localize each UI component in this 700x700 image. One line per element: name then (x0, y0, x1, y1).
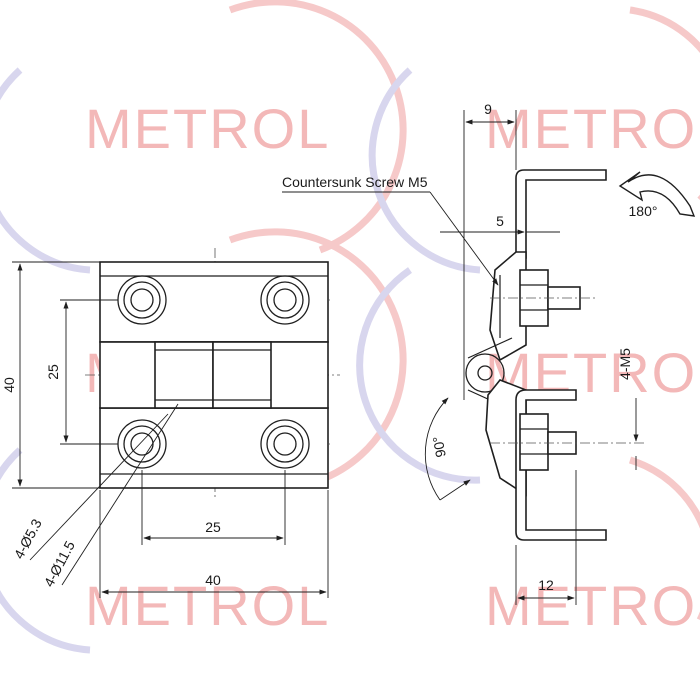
watermark-arc (368, 67, 481, 274)
rotation-label: 180° (629, 203, 658, 219)
hinge-knuckle (154, 341, 214, 409)
top-bracket (515, 169, 607, 259)
dim-counterbore-diameter: 4-Ø11.5 (41, 538, 78, 589)
note-leader (429, 191, 499, 286)
pivot-pin (477, 365, 493, 381)
countersunk-hole (260, 419, 310, 469)
knuckle-arm (467, 337, 513, 359)
watermark-arc (356, 267, 481, 484)
angle-arc (424, 397, 449, 501)
dim-total-height: 40 (1, 377, 17, 393)
angle-arc-end (439, 479, 471, 501)
hinge-top-leaf (99, 261, 329, 343)
countersunk-hole (260, 275, 310, 325)
dim-total-width: 40 (205, 572, 221, 588)
leader-counterbore-diameter (61, 403, 179, 586)
bottom-bracket (515, 389, 607, 541)
dim-hole-horizontal-spacing: 25 (205, 519, 221, 535)
dim-bottom-width: 12 (538, 577, 554, 593)
front-view: 40 25 25 40 4-Ø5.3 4-Ø11.5 (1, 248, 340, 598)
hinge-knuckle (212, 341, 272, 409)
dim-top-offset: 9 (484, 101, 492, 117)
rotation-arrow-icon (618, 171, 696, 217)
pivot-knuckle (465, 353, 505, 393)
watermark-text: METROL (485, 574, 700, 637)
watermark-arc (629, 6, 700, 200)
thread-label: 4-M5 (617, 348, 633, 380)
watermark-arc (0, 67, 91, 274)
watermark-arc (628, 456, 700, 620)
hinge-bottom-leaf (99, 407, 329, 489)
dim-hole-vertical-spacing: 25 (45, 364, 61, 380)
top-leaf-side (489, 251, 527, 362)
dim-plate-thickness: 5 (496, 213, 504, 229)
watermark-text: METROL (485, 97, 700, 160)
leader-hole-diameter (29, 413, 169, 561)
watermark-arc (0, 447, 91, 654)
watermark-arc (228, 228, 407, 484)
nut-bottom (519, 413, 549, 471)
note-countersunk-screw: Countersunk Screw M5 (282, 174, 428, 190)
watermark-text: METROL (85, 574, 330, 637)
watermark-text: METROL (85, 97, 330, 160)
angle-label: 90° (429, 435, 448, 459)
side-view: 9 5 Countersunk Screw M5 180° 90° 4-M5 1… (282, 101, 696, 605)
dim-hole-diameter: 4-Ø5.3 (11, 516, 45, 561)
